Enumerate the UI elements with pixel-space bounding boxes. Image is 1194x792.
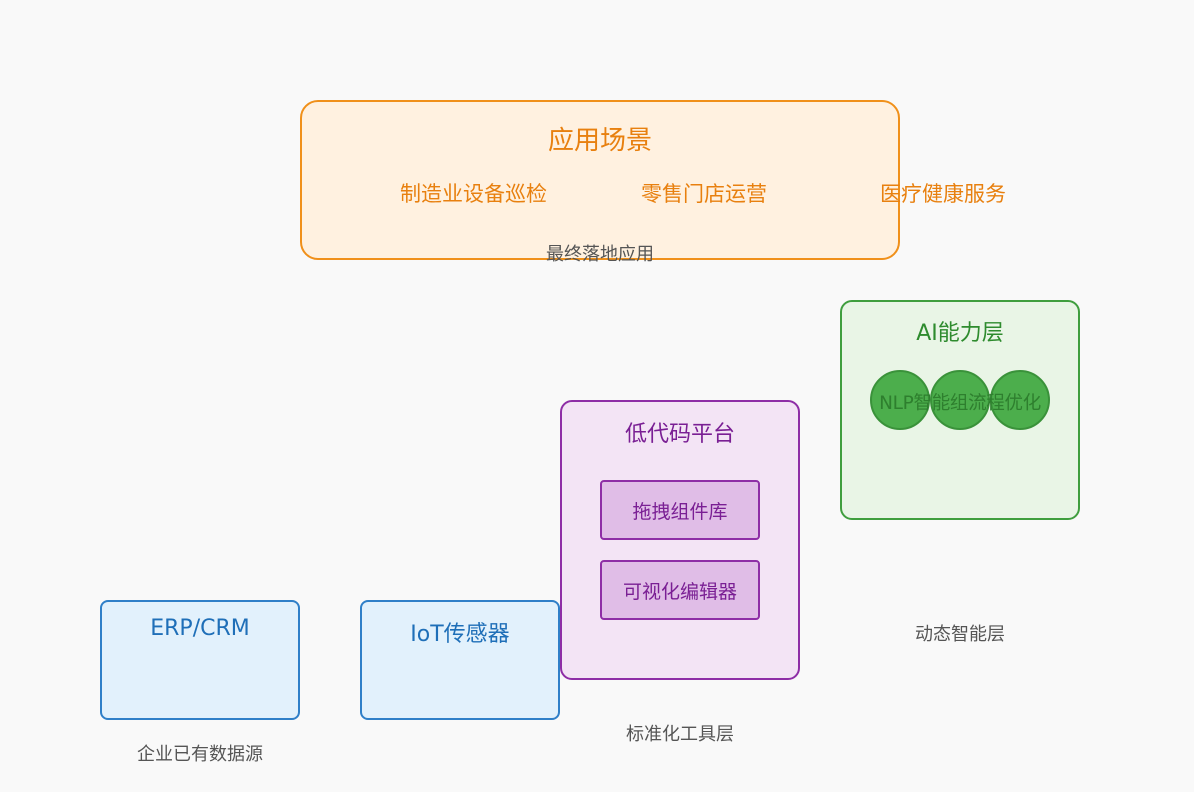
lowcode-platform-box <box>560 400 800 680</box>
ai-capability-circle-process <box>990 370 1050 430</box>
application-item-retail: 零售门店运营 <box>641 182 767 206</box>
application-scenarios-title: 应用场景 <box>547 126 652 156</box>
ai-capability-circle-nlp <box>870 370 930 430</box>
data-sources-caption: 企业已有数据源 <box>137 744 263 765</box>
iot-sensor-box <box>360 600 560 720</box>
ai-layer-caption: 动态智能层 <box>915 624 1005 645</box>
ai-capability-title: AI能力层 <box>916 321 1004 346</box>
lowcode-platform-title: 低代码平台 <box>624 422 735 447</box>
iot-sensor-label: IoT传感器 <box>410 622 510 647</box>
visual-editor-label: 可视化编辑器 <box>622 581 737 603</box>
application-scenarios-box <box>300 100 900 260</box>
visual-editor-box <box>600 560 760 620</box>
drag-component-library-box <box>600 480 760 540</box>
erp-crm-box <box>100 600 300 720</box>
application-item-manufacturing: 制造业设备巡检 <box>400 182 547 206</box>
ai-capability-circle-intelligent <box>930 370 990 430</box>
application-item-healthcare: 医疗健康服务 <box>880 182 1006 206</box>
ai-capability-label: NLP智能组流程优化 <box>879 393 1041 414</box>
drag-component-library-label: 拖拽组件库 <box>632 501 728 523</box>
erp-crm-label: ERP/CRM <box>150 616 250 641</box>
application-layer-caption: 最终落地应用 <box>546 244 654 265</box>
lowcode-layer-caption: 标准化工具层 <box>626 724 734 745</box>
